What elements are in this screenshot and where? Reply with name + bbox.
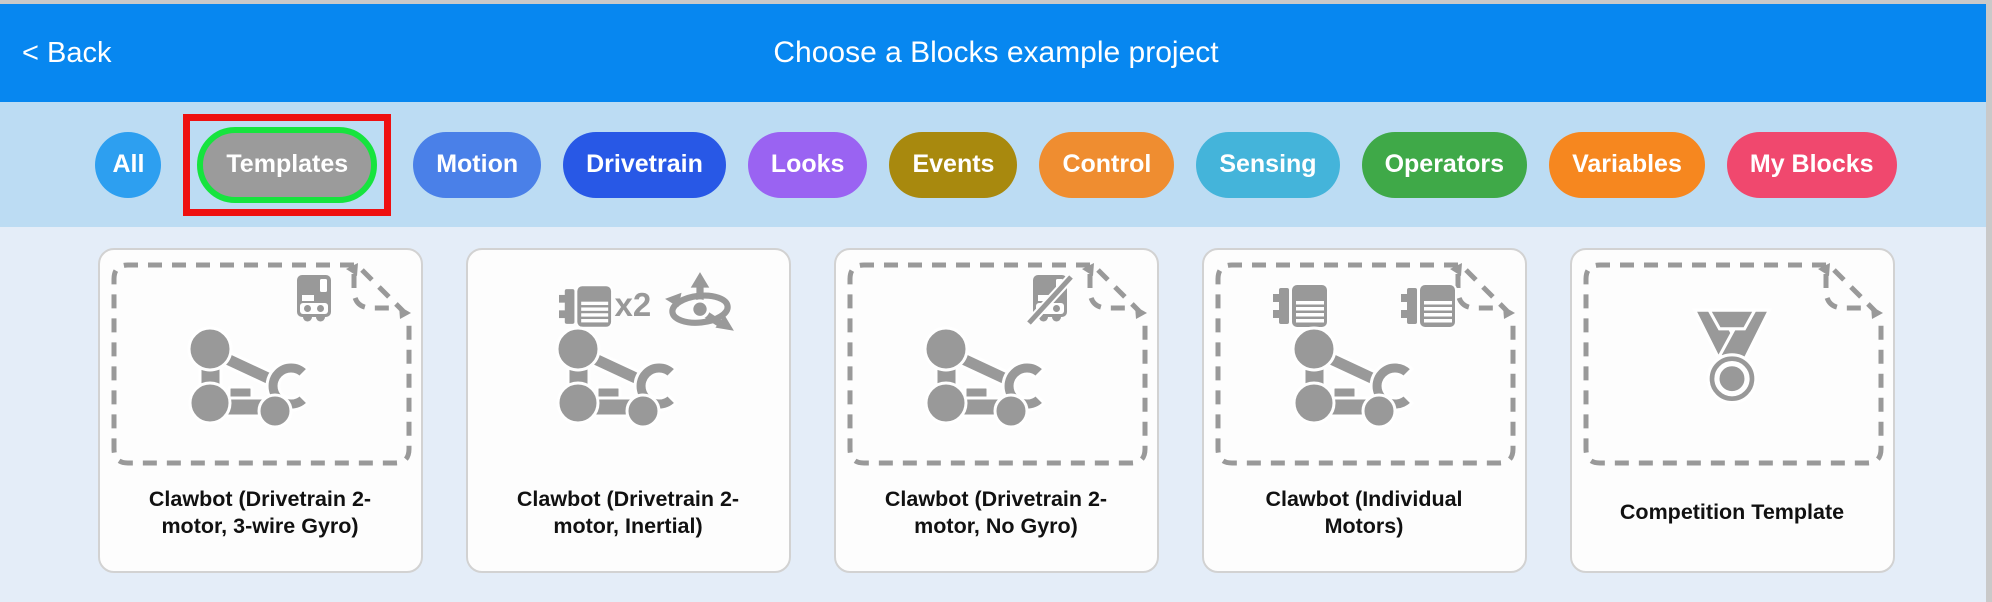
card-thumbnail [111,262,412,466]
filter-sensing[interactable]: Sensing [1196,131,1340,198]
header-bar: < Back Choose a Blocks example project [0,4,1992,102]
clawbot-icon [539,324,689,436]
project-card-label: Clawbot (Drivetrain 2-motor, No Gyro) [884,486,1108,538]
selection-annotation-box: Templates [183,113,392,216]
filter-variables[interactable]: Variables [1549,131,1705,198]
project-card-label: Clawbot (Individual Motors) [1265,486,1463,538]
project-card-label: Competition Template [1619,500,1845,525]
card-thumbnail [1215,262,1516,466]
filter-control[interactable]: Control [1039,131,1175,198]
filter-templates[interactable]: Templates [197,126,378,203]
gyro-3wire-icon [295,275,335,327]
page-title: Choose a Blocks example project [773,36,1219,69]
project-card-competition-template[interactable]: Competition Template [1569,248,1895,573]
motor-icon [1273,283,1329,329]
project-card-clawbot-inertial[interactable]: x2 Clawbot (Drivetrain 2-motor, Inertial… [465,248,791,573]
motor-icon [559,284,613,329]
gyro-disabled-icon [1027,273,1073,329]
card-thumbnail [847,262,1148,466]
back-button[interactable]: < Back [22,36,112,69]
clawbot-icon [1275,324,1425,436]
filter-events[interactable]: Events [889,131,1018,198]
clawbot-icon [907,324,1057,436]
motor-count-label: x2 [614,286,652,323]
filter-my-blocks[interactable]: My Blocks [1726,131,1897,198]
filter-motion[interactable]: Motion [413,131,542,198]
project-grid: Clawbot (Drivetrain 2-motor, 3-wire Gyro… [0,227,1992,602]
filter-operators[interactable]: Operators [1361,131,1528,198]
filter-drivetrain[interactable]: Drivetrain [563,131,726,198]
clawbot-icon [171,324,321,436]
project-card-clawbot-no-gyro[interactable]: Clawbot (Drivetrain 2-motor, No Gyro) [833,248,1159,573]
project-card-clawbot-individual-motors[interactable]: Clawbot (Individual Motors) [1201,248,1527,573]
filter-all[interactable]: All [95,131,162,198]
project-card-clawbot-3wire-gyro[interactable]: Clawbot (Drivetrain 2-motor, 3-wire Gyro… [97,248,423,573]
window-top-edge [0,0,1992,4]
project-card-label: Clawbot (Drivetrain 2-motor, 3-wire Gyro… [148,486,372,538]
card-thumbnail [1583,262,1884,466]
motor-icon [1401,283,1457,329]
card-thumbnail: x2 [479,262,780,466]
filter-bar: All Templates Motion Drivetrain Looks Ev… [0,102,1992,227]
project-card-label: Clawbot (Drivetrain 2-motor, Inertial) [516,486,740,538]
window-right-edge [1986,0,1992,602]
filter-looks[interactable]: Looks [747,131,868,198]
medal-icon [1680,306,1784,414]
